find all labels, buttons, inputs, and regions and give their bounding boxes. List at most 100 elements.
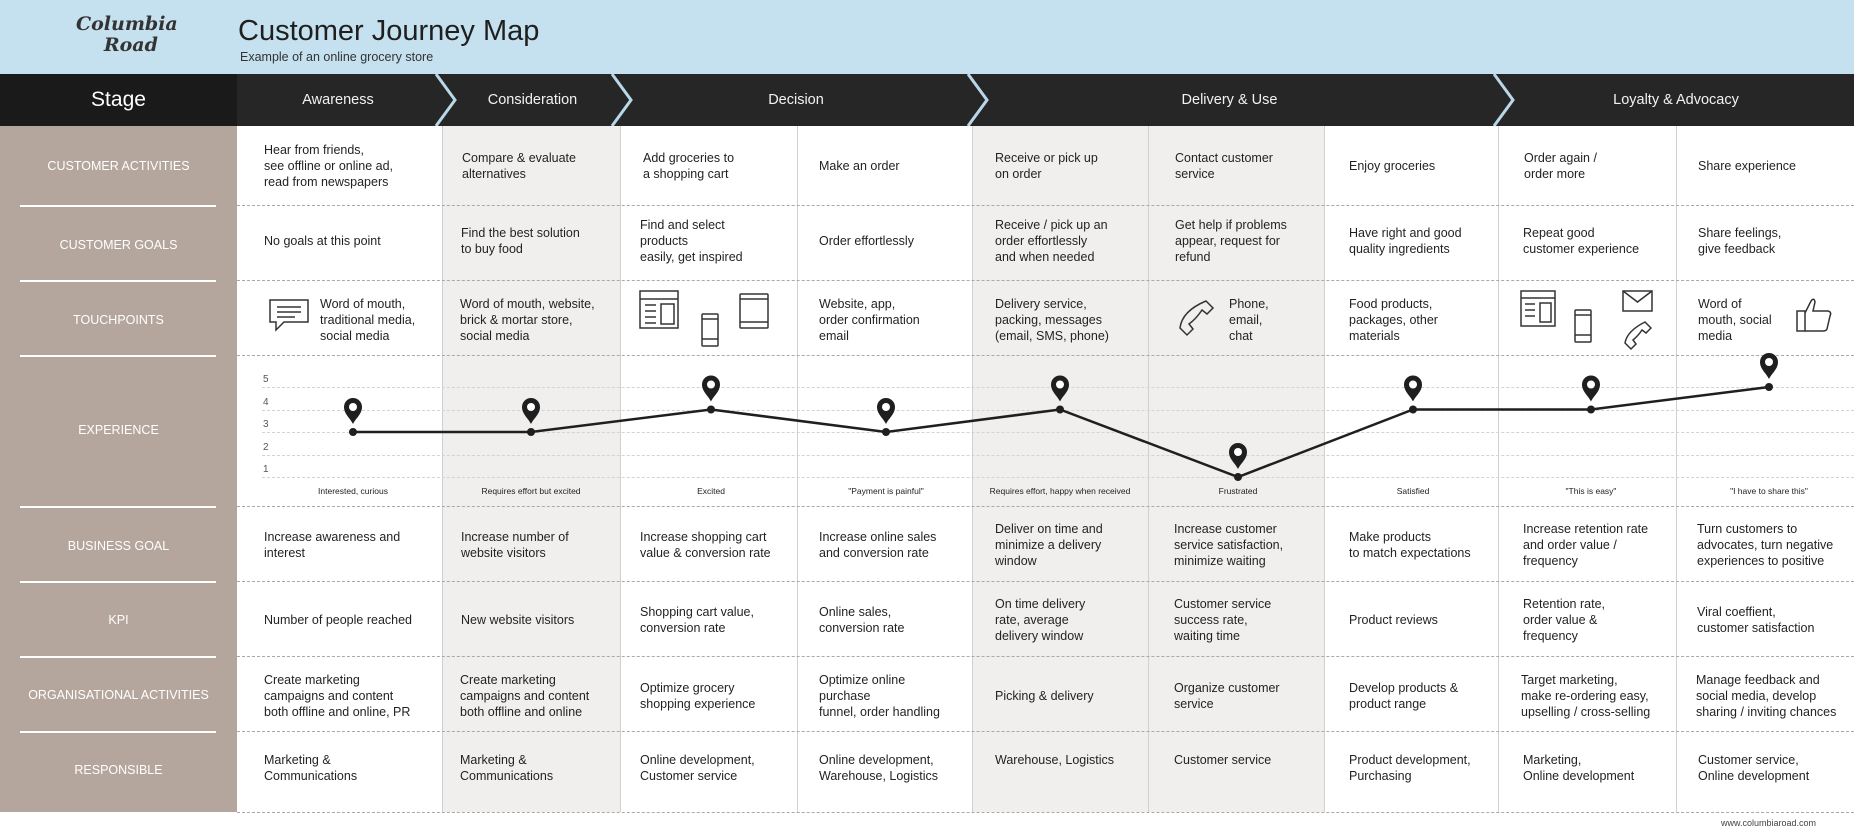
stage-chevrons [434, 74, 1515, 126]
touchpoint-cell: Phone,email,chat [1229, 297, 1269, 343]
column-divider [797, 126, 798, 812]
responsible-cell: Marketing,Online development [1523, 753, 1635, 783]
row-divider [20, 205, 216, 207]
map-pin-icon [344, 398, 362, 424]
row-divider-dashed [237, 656, 1854, 657]
responsible-cell: Customer service [1174, 753, 1272, 767]
row-divider-dashed [237, 506, 1854, 507]
activity-cell: Hear from friends,see offline or online … [264, 143, 394, 189]
row-divider [20, 280, 216, 282]
page-subtitle: Example of an online grocery store [240, 50, 434, 64]
shaded-column-consideration [442, 126, 620, 812]
tablet-icon [739, 293, 769, 329]
column-divider [972, 126, 973, 812]
browser-window-icon [1520, 290, 1556, 327]
org-activity-cell: Target marketing,make re-ordering easy,u… [1521, 673, 1651, 719]
stage-delivery-use: Delivery & Use [1181, 92, 1278, 108]
experience-point-label: Excited [697, 486, 725, 496]
experience-point [1234, 473, 1242, 481]
row-label-experience: Experience [78, 423, 159, 437]
kpi-cell: Number of people reached [264, 613, 413, 627]
activity-cell: Order again /order more [1524, 151, 1597, 181]
y-tick-label: 4 [263, 397, 269, 408]
experience-point [349, 428, 357, 436]
kpi-cell: Product reviews [1349, 613, 1438, 627]
kpi-cell: New website visitors [461, 613, 575, 627]
row-divider-dashed [237, 731, 1854, 732]
stage-bar [0, 74, 1854, 126]
browser-window-icon [639, 290, 679, 329]
row-divider-dashed [237, 581, 1854, 582]
column-divider [442, 126, 443, 812]
activity-cell: Share experience [1698, 159, 1796, 173]
map-pin-icon [702, 375, 720, 402]
activity-cell: Make an order [819, 159, 900, 173]
column-divider [1148, 126, 1149, 812]
y-tick-label: 1 [263, 464, 269, 475]
row-divider [20, 581, 216, 583]
map-pin-icon [1051, 375, 1069, 402]
row-label-column [0, 126, 237, 812]
row-divider-dashed [237, 812, 1854, 813]
experience-point [882, 428, 890, 436]
experience-point-label: Frustrated [1218, 486, 1258, 496]
touchpoint-cell: Word of mouth,traditional media,social m… [320, 297, 416, 343]
row-label-customer-goals: Customer goals [59, 238, 178, 252]
experience-point [527, 428, 535, 436]
experience-point-label: Interested, curious [318, 486, 388, 496]
telephone-icon [1179, 300, 1215, 337]
experience-point-label: Satisfied [1396, 486, 1430, 496]
kpi-cell: Shopping cart value,conversion rate [640, 605, 754, 635]
touchpoint-cell: Word of mouth, website,brick & mortar st… [460, 297, 595, 343]
thumbs-up-icon [1796, 298, 1832, 332]
goal-cell: No goals at this point [264, 234, 381, 248]
experience-point [1765, 383, 1773, 391]
stage-decision: Decision [768, 92, 824, 108]
row-label-organisational-activities: Organisational activities [28, 688, 209, 702]
experience-point-label: Requires effort, happy when received [989, 486, 1131, 496]
map-pin-icon [522, 398, 540, 424]
stage-loyalty-advocacy: Loyalty & Advocacy [1613, 92, 1739, 108]
responsible-cell: Product development,Purchasing [1349, 753, 1471, 783]
stage-header: Stage [0, 74, 237, 126]
smartphone-icon [701, 313, 719, 347]
experience-gridline [262, 477, 1854, 478]
responsible-cell: Marketing &Communications [264, 753, 358, 783]
goal-cell: Share feelings,give feedback [1698, 226, 1782, 256]
experience-gridline [262, 432, 1854, 433]
row-divider-dashed [237, 280, 1854, 281]
column-divider [620, 126, 621, 812]
row-label-touchpoints: Touchpoints [73, 313, 164, 327]
row-divider-dashed [237, 205, 1854, 206]
org-activity-cell: Develop products &product range [1349, 681, 1459, 711]
logo-line-2: Road [103, 34, 158, 56]
row-label-business-goal: Business goal [67, 539, 170, 553]
experience-point-label: Requires effort but excited [481, 486, 581, 496]
row-divider [20, 731, 216, 733]
experience-point-label: "I have to share this" [1730, 486, 1808, 496]
experience-point-label: "Payment is painful" [848, 486, 924, 496]
experience-point [1587, 405, 1595, 414]
kpi-cell: Online sales,conversion rate [819, 605, 905, 635]
map-pin-icon [1229, 443, 1247, 469]
experience-point [1409, 405, 1417, 414]
map-pin-icon [1760, 353, 1778, 379]
map-pin-icon [1404, 375, 1422, 402]
column-divider [1498, 126, 1499, 812]
responsible-cell: Online development,Customer service [640, 753, 755, 783]
touchpoint-cell: Delivery service,packing, messages(email… [995, 297, 1109, 343]
